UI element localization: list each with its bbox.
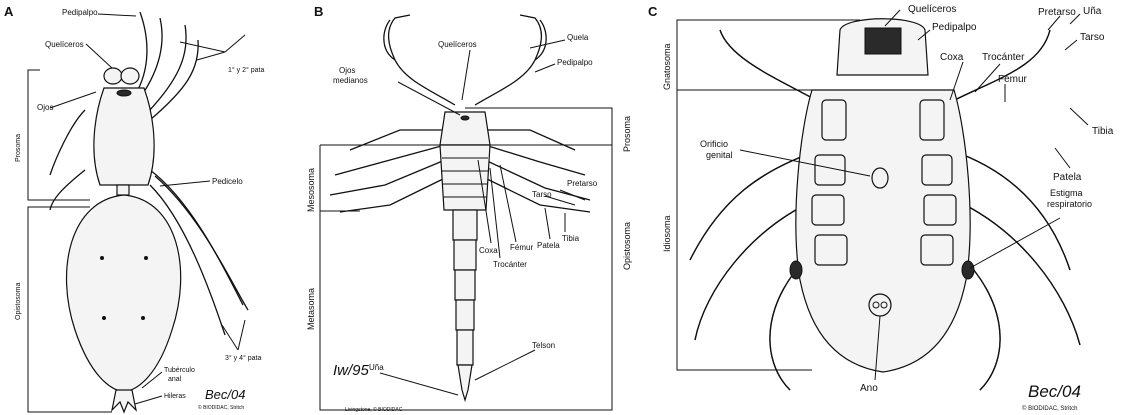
scorpion-mesosoma (440, 145, 490, 210)
label-c-una: Uña (1083, 6, 1102, 17)
label-c-estigma1: Estigma (1050, 188, 1083, 198)
label-a-patas12: 1° y 2° pata (228, 66, 264, 74)
scorpion-tail-seg4 (456, 300, 474, 330)
panel-c-letter: C (648, 4, 658, 19)
label-a-hileras: Hileras (164, 393, 186, 400)
label-b-queliceros: Quelíceros (438, 40, 477, 49)
scorpion-tail-seg5 (457, 330, 473, 365)
label-b-telson: Telson (532, 341, 555, 350)
label-a-tuberculo: Tubérculo (164, 367, 195, 374)
panel-b-scorpion: B (306, 4, 632, 413)
label-a-ojos: Ojos (37, 103, 53, 112)
label-b-quela: Quela (567, 33, 589, 42)
label-a-opistosoma: Opistosoma (15, 283, 22, 320)
scorpion-median-eyes (461, 116, 469, 120)
scorpion-tail-seg3 (455, 270, 475, 300)
label-b-prosoma: Prosoma (622, 116, 632, 152)
label-b-ojos2: medianos (333, 76, 368, 85)
label-c-pedipalpo: Pedipalpo (932, 22, 977, 33)
label-c-gnatosoma: Gnatosoma (662, 43, 672, 90)
label-a-anal: anal (168, 376, 182, 383)
panel-c-tick: C (648, 4, 1114, 412)
label-c-coxa: Coxa (940, 52, 964, 63)
label-c-pretarso: Pretarso (1038, 7, 1076, 18)
spider-cephalothorax (94, 88, 154, 185)
label-c-orificio1: Orificio (700, 139, 728, 149)
signature-b: Iw/95 (333, 362, 370, 379)
spider-pedicel (117, 185, 129, 195)
label-b-mesosoma: Mesosoma (306, 168, 316, 212)
label-b-una: Uña (369, 363, 384, 372)
label-c-patela: Patela (1053, 172, 1082, 183)
spider-chelicera-left (104, 68, 122, 84)
label-b-trocanter: Trocánter (493, 260, 527, 269)
tick-anus (869, 294, 891, 316)
label-a-pedipalpo: Pedipalpo (62, 8, 98, 17)
panel-a-spider: A (4, 4, 264, 412)
tick-chelicerae (865, 28, 901, 54)
label-b-tarso: Tarso (532, 190, 552, 199)
label-b-pedipalpo: Pedipalpo (557, 58, 593, 67)
label-b-opistosoma: Opistosoma (622, 222, 632, 270)
label-b-ojos1: Ojos (339, 66, 355, 75)
panel-a-letter: A (4, 4, 14, 19)
credit-a: © BIODIDAC, Stritch (198, 404, 244, 411)
label-b-patela: Patela (537, 241, 560, 250)
label-c-ano: Ano (860, 383, 878, 394)
scorpion-tail-seg2 (454, 240, 476, 270)
label-c-queliceros: Quelíceros (908, 4, 956, 15)
label-c-trocanter: Trocánter (982, 52, 1025, 63)
signature-c: Bec/04 (1028, 382, 1081, 401)
label-c-tibia: Tibia (1092, 126, 1114, 137)
label-c-femur: Fémur (998, 74, 1028, 85)
label-c-tarso: Tarso (1080, 32, 1105, 43)
panel-b-letter: B (314, 4, 323, 19)
tick-spiracle-right (962, 261, 974, 279)
bracket-prosoma (28, 70, 90, 200)
label-a-patas34: 3° y 4° pata (225, 354, 261, 362)
label-b-tibia: Tibia (562, 234, 580, 243)
label-a-queliceros: Quelíceros (45, 40, 84, 49)
signature-a: Bec/04 (205, 387, 245, 402)
label-a-pedicelo: Pedicelo (212, 177, 243, 186)
spider-chelicera-right (121, 68, 139, 84)
scorpion-telson (458, 365, 472, 400)
tick-genital-opening (872, 168, 888, 188)
spider-spinnerets (112, 390, 136, 412)
label-a-prosoma: Prosoma (15, 134, 22, 162)
tick-spiracle-left (790, 261, 802, 279)
spider-abdomen (67, 195, 181, 392)
spider-eyes (117, 90, 131, 96)
label-b-metasoma: Metasoma (306, 288, 316, 330)
credit-b: Livingstone, © BIODIDAC (345, 406, 403, 413)
label-b-coxa: Coxa (479, 246, 498, 255)
label-c-orificio2: genital (706, 150, 733, 160)
scorpion-tail-seg1 (453, 210, 477, 240)
label-b-pretarso: Pretarso (567, 179, 598, 188)
label-b-femur: Fémur (510, 243, 533, 252)
label-c-idiosoma: Idiosoma (662, 215, 672, 252)
label-c-estigma2: respiratorio (1047, 199, 1092, 209)
credit-c: © BIODIDAC, Stritch (1022, 405, 1077, 412)
